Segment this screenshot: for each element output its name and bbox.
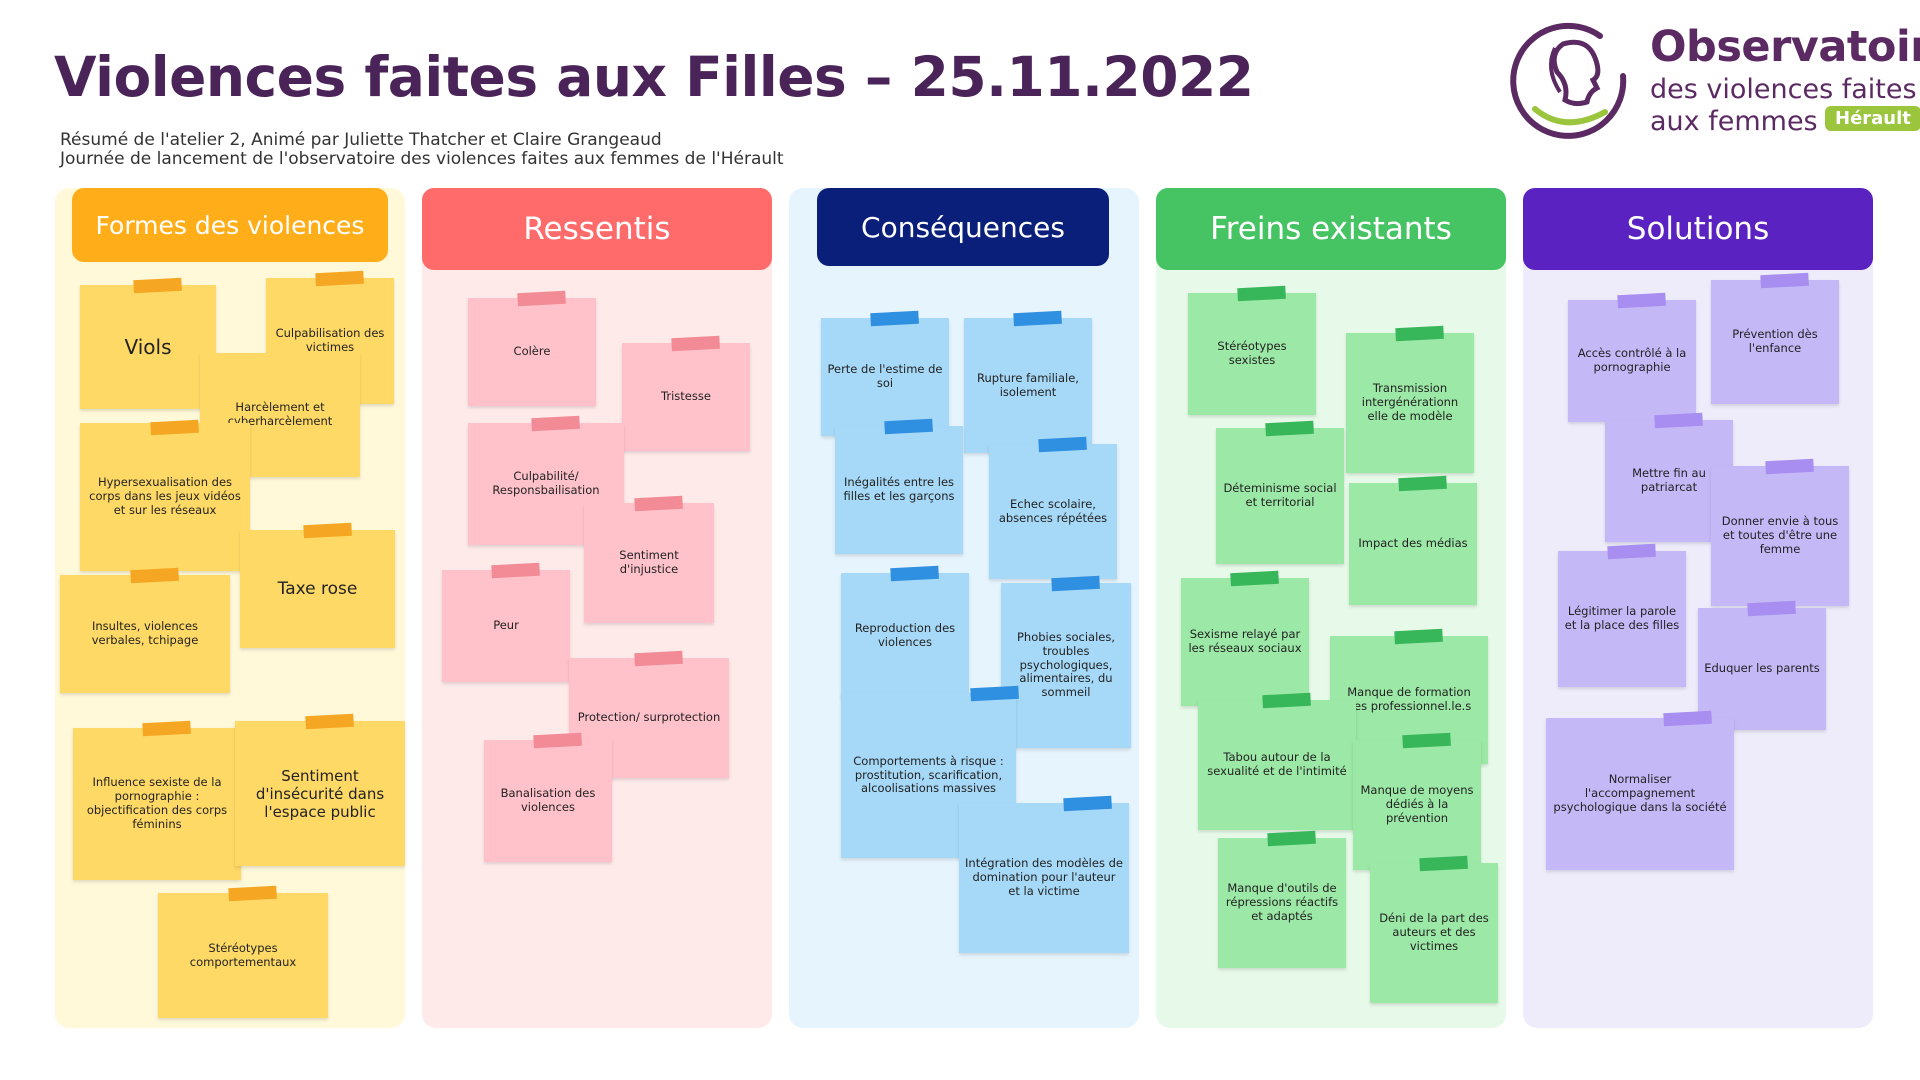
subtitle-workshop: Résumé de l'atelier 2, Animé par Juliett… [60,130,662,150]
sticky-note: Sentiment d'injustice [584,495,714,623]
note-text: Prévention dès l'enfance [1732,327,1818,355]
sticky-note: Tabou autour de la sexualité et de l'int… [1198,692,1356,830]
note-text: Sentiment d'injustice [619,548,679,576]
sticky-note: Stéréotypes comportementaux [158,885,328,1018]
logo-text-femmes: aux femmes [1650,106,1818,137]
column-solutions: Solutions Accès contrôlé à la pornograph… [1523,188,1873,1028]
column-header-formes: Formes des violences [72,188,388,262]
sticky-note: Normaliser l'accompagnement psychologiqu… [1546,710,1734,870]
column-ressentis: Ressentis Colère Tristesse Culpabilité/ … [422,188,772,1028]
column-consequences: Conséquences Perte de l'estime de soi Ru… [789,188,1139,1028]
sticky-note: Inégalités entre les filles et les garço… [835,418,963,554]
sticky-note: Phobies sociales, troubles psychologique… [1001,575,1131,748]
sticky-note: Rupture familiale, isolement [964,310,1092,453]
column-header-consequences: Conséquences [817,188,1109,266]
note-text: Phobies sociales, troubles psychologique… [1017,630,1115,700]
note-text: Colère [513,344,551,359]
woman-profile-logo-icon [1510,22,1627,139]
note-text: Manque de moyens dédiés à la prévention [1360,783,1474,825]
sticky-note: Manque de moyens dédiés à la prévention [1353,732,1481,870]
sticky-note: Transmission intergénérationn elle de mo… [1346,325,1474,473]
logo-badge-herault: Hérault [1825,106,1920,131]
sticky-note: Accès contrôlé à la pornographie [1568,292,1696,422]
sticky-note: Hypersexualisation des corps dans les je… [80,419,250,571]
note-text: Hypersexualisation des corps dans les je… [89,475,241,517]
sticky-note: Harcèlement et cyberharcèlement [200,353,360,477]
sticky-note: Sentiment d'insécurité dans l'espace pub… [235,713,405,866]
sticky-note: Sexisme relayé par les réseaux sociaux [1181,570,1309,706]
column-formes-des-violences: Formes des violences Viols Culpabilisati… [55,188,405,1028]
note-text: Transmission intergénérationn elle de mo… [1361,381,1459,423]
sticky-note: Légitimer la parole et la place des fill… [1558,543,1686,687]
sticky-note: Prévention dès l'enfance [1711,272,1839,404]
sticky-note: Impact des médias [1349,475,1477,605]
sticky-note: Influence sexiste de la pornographie : o… [73,720,241,880]
note-text: Comportements à risque : prostitution, s… [853,753,1004,796]
column-freins-existants: Freins existants Stéréotypes sexistes Tr… [1156,188,1506,1028]
sticky-note: Stéréotypes sexistes [1188,285,1316,415]
sticky-note: Manque d'outils de répressions réactifs … [1218,830,1346,968]
note-text: Stéréotypes comportementaux [189,940,297,969]
note-text: Donner envie à tous et toutes d'être une… [1721,514,1839,556]
sticky-note: Colère [468,290,596,406]
note-text: Inégalités entre les filles et les garço… [843,475,955,503]
note-text: Harcèlement et cyberharcèlement [227,400,333,428]
note-text: Légitimer la parole et la place des fill… [1564,604,1680,632]
sticky-note: Insultes, violences verbales, tchipage [60,567,230,693]
note-text: Eduquer les parents [1704,661,1820,676]
note-text: Intégration des modèles de domination po… [965,856,1123,898]
column-header-solutions: Solutions [1523,188,1873,270]
note-text: Sentiment d'insécurité dans l'espace pub… [255,766,385,821]
column-header-freins: Freins existants [1156,188,1506,270]
sticky-note: Perte de l'estime de soi [821,310,949,436]
note-text: Rupture familiale, isolement [977,370,1079,399]
sticky-note: Banalisation des violences [484,732,612,862]
note-text: Influence sexiste de la pornographie : o… [86,775,228,831]
note-text: Tristesse [661,389,711,404]
sticky-note: Intégration des modèles de domination po… [959,795,1129,953]
sticky-note: Reproduction des violences [841,565,969,698]
note-text: Protection/ surprotection [577,710,721,725]
subtitle-event: Journée de lancement de l'observatoire d… [60,149,784,169]
note-text: Culpabilité/ Responsbailisation [492,469,600,497]
note-text: Impact des médias [1358,536,1468,551]
note-text: Viols [124,335,172,359]
note-text: Banalisation des violences [500,786,596,814]
logo-text-violences: des violences faites [1650,74,1917,105]
observatoire-logo: Observatoire des violences faites aux fe… [1505,14,1920,144]
note-text: Déni de la part des auteurs et des victi… [1379,911,1489,953]
note-text: Culpabilisation des victimes [275,326,385,354]
note-text: Insultes, violences verbales, tchipage [91,619,199,647]
column-header-ressentis: Ressentis [422,188,772,270]
note-text: Taxe rose [277,578,358,599]
note-text: Reproduction des violences [854,620,956,649]
note-text: Manque d'outils de répressions réactifs … [1225,881,1339,923]
note-text: Mettre fin au patriarcat [1632,466,1706,494]
note-text: Manque de formation des professionnel.le… [1346,685,1472,713]
sticky-note: Echec scolaire, absences répétées [989,436,1117,579]
sticky-note: Peur [442,562,570,682]
sticky-note: Déni de la part des auteurs et des victi… [1370,855,1498,1003]
sticky-note: Eduquer les parents [1698,600,1826,730]
note-text: Déteminisme social et territorial [1223,481,1337,509]
sticky-note: Protection/ surprotection [569,650,729,778]
note-text: Tabou autour de la sexualité et de l'int… [1207,750,1347,778]
sticky-note: Tristesse [622,335,750,451]
sticky-note: Donner envie à tous et toutes d'être une… [1711,458,1849,606]
sticky-note: Taxe rose [240,522,395,648]
note-text: Sexisme relayé par les réseaux sociaux [1188,627,1302,655]
sticky-note: Déteminisme social et territorial [1216,420,1344,564]
logo-text-observatoire: Observatoire [1650,22,1920,72]
note-text: Accès contrôlé à la pornographie [1577,346,1687,374]
page-title: Violences faites aux Filles – 25.11.2022 [54,45,1254,109]
note-text: Perte de l'estime de soi [827,362,943,390]
note-text: Echec scolaire, absences répétées [998,496,1108,525]
sticky-note: Viols [80,277,216,409]
note-text: Stéréotypes sexistes [1217,339,1287,367]
note-text: Normaliser l'accompagnement psychologiqu… [1553,772,1727,814]
note-text: Peur [493,618,519,633]
